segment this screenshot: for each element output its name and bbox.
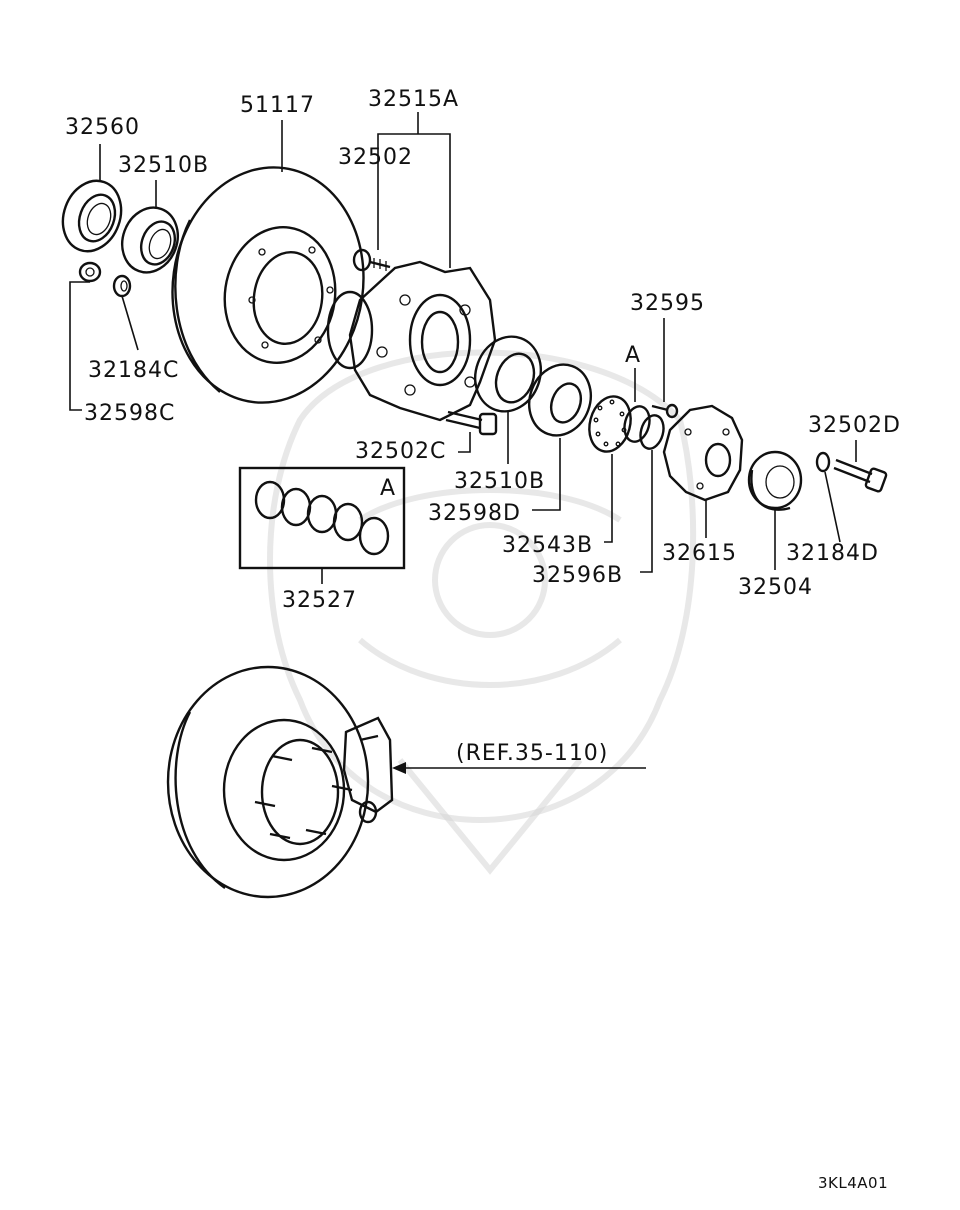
ring-32543b [588, 395, 632, 453]
flange-32615 [662, 404, 744, 502]
reference-label: (REF.35-110) [456, 741, 608, 766]
diagram-code: 3KL4A01 [818, 1174, 888, 1192]
brake-caliper [342, 716, 394, 824]
wheel-studs [254, 746, 353, 840]
bolt-32595 [651, 403, 679, 419]
label-32560: 32560 [65, 115, 140, 140]
stud-bolt-32502 [352, 248, 391, 272]
bolt-32502d [833, 458, 888, 493]
nut-32598c [78, 261, 102, 283]
label-detail-a: A [625, 343, 641, 368]
label-32598d: 32598D [428, 501, 521, 526]
label-32510b-right: 32510B [454, 469, 545, 494]
label-32543b: 32543B [502, 533, 593, 558]
spacer-32598d [528, 363, 592, 437]
label-32502d: 32502D [808, 413, 901, 438]
label-32184c: 32184C [88, 358, 179, 383]
label-32184d: 32184D [786, 541, 879, 566]
hub-32515a [326, 260, 497, 422]
reference-arrow [392, 762, 646, 774]
disc-rotor-51117 [171, 166, 365, 404]
label-32527: 32527 [282, 588, 357, 613]
label-32515a: 32515A [368, 87, 459, 112]
watermark-emblem [267, 349, 697, 875]
label-32595: 32595 [630, 291, 705, 316]
label-32502: 32502 [338, 145, 413, 170]
label-kit-a: A [380, 476, 396, 501]
leader-lines [69, 112, 857, 584]
seal-32560 [61, 179, 123, 253]
washer-32184c [112, 274, 132, 298]
label-32615: 32615 [662, 541, 737, 566]
hub-cap-32504 [747, 450, 803, 511]
washer-32184d [815, 451, 831, 473]
part-labels: 32560 51117 32515A 32502 32510B 32184C 3… [65, 87, 901, 1192]
snap-ring-32596b [623, 405, 665, 450]
label-32596b: 32596B [532, 563, 623, 588]
label-32598c: 32598C [84, 401, 175, 426]
label-32502c: 32502C [355, 439, 446, 464]
assembled-rotor [166, 665, 370, 899]
bearing-32510b-right [474, 335, 542, 413]
bolt-32502c [445, 410, 498, 436]
bearing-32510b-left [121, 206, 179, 274]
label-32510b-left: 32510B [118, 153, 209, 178]
label-32504: 32504 [738, 575, 813, 600]
label-51117: 51117 [240, 93, 315, 118]
